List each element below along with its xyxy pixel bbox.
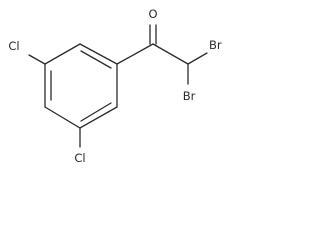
bond-carbonyl-to-chbr2	[152, 43, 189, 65]
bond-c-to-br-upper	[187, 52, 208, 65]
bond-ring-to-carbonyl	[116, 43, 154, 65]
ring-bond-top-left	[44, 43, 81, 65]
benzene-ring	[44, 43, 118, 129]
ring-double-bond-top-right	[80, 50, 112, 69]
chemical-structure: O Br Br Cl Cl	[8, 7, 222, 165]
atom-label-chlorine-left: Cl	[8, 39, 19, 53]
ring-bond-bottom-right	[79, 106, 118, 129]
bond-ring-to-cl-left	[28, 54, 46, 65]
ring-double-bond-bottom-right	[80, 102, 112, 122]
atom-label-bromine-upper: Br	[209, 38, 222, 52]
ring-bond-bottom-left	[44, 106, 81, 129]
atom-label-chlorine-bottom: Cl	[74, 151, 85, 165]
atom-label-bromine-lower: Br	[183, 89, 196, 103]
atom-label-oxygen: O	[148, 7, 157, 21]
ring-bond-top-right	[79, 43, 118, 65]
